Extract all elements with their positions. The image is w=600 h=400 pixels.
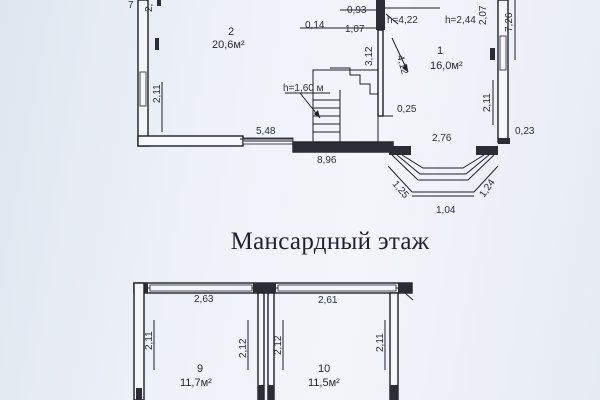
attic-dim-212-a: 2,12 <box>238 338 249 358</box>
attic-wall-right <box>389 292 399 400</box>
window-right <box>499 35 507 71</box>
dim-125: 1,25 <box>390 179 411 201</box>
attic-dim-261: 2,61 <box>318 295 338 306</box>
attic-dim-212-b: 2,12 <box>273 335 284 355</box>
dim-211-right: 2,11 <box>482 93 493 112</box>
room-9-area: 11,7м² <box>180 377 212 389</box>
dim-207: 2,07 <box>478 5 489 25</box>
room-2-number: 2 <box>228 26 234 38</box>
room-9-number: 9 <box>197 363 203 375</box>
room-1-number: 1 <box>437 45 443 57</box>
dim-top-left: 7 <box>128 0 134 11</box>
dim-548: 5,48 <box>256 126 276 137</box>
interior-wall <box>376 0 385 30</box>
ground-floor-plan: 7 2, 2 20,6м² 0,93 0,14 1,07 h=4,22 h=2,… <box>128 0 535 216</box>
window-left <box>139 71 147 107</box>
bay-outline-3 <box>401 154 485 169</box>
dim-023: 0,23 <box>515 126 535 137</box>
room-2-area: 20,6м² <box>212 39 245 51</box>
bay-outline-2 <box>396 154 490 175</box>
attic-column <box>253 283 276 293</box>
attic-dim-263: 2,63 <box>194 294 214 305</box>
dim-093: 0,93 <box>347 5 367 16</box>
dim-896: 8,96 <box>317 155 337 166</box>
dim-726: 7,26 <box>504 12 515 32</box>
height-right: h=2,44 <box>445 15 476 26</box>
height-stair: h=1,60 м <box>283 83 324 94</box>
dim-104: 1,04 <box>436 205 456 216</box>
dim-124: 1,24 <box>477 177 497 200</box>
dim-top-left-2: 2, <box>144 4 155 12</box>
dim-107: 1,07 <box>345 24 365 35</box>
attic-floor-plan: 2,63 2,61 2,11 2,12 2,12 2,11 9 11,7м² 1… <box>133 282 414 400</box>
wall-mark <box>155 38 159 50</box>
attic-floor-title: Мансардный этаж <box>230 228 430 255</box>
staircase <box>285 67 379 143</box>
room-1-area: 16,0м² <box>430 60 463 72</box>
wall-bottom-left <box>137 135 244 147</box>
room-10-number: 10 <box>318 363 330 375</box>
bay-outline-1 <box>391 154 495 181</box>
attic-dim-211-a: 2,11 <box>144 331 155 350</box>
bay-pillar-right <box>476 146 498 155</box>
attic-wall-mid-right <box>267 292 275 400</box>
dim-025: 0,25 <box>397 104 417 115</box>
dim-211-left: 2,11 <box>152 84 163 103</box>
attic-wall-left <box>133 282 145 400</box>
dim-412: 4,12 <box>394 54 410 76</box>
dim-312: 3,12 <box>364 46 375 66</box>
attic-wall-mid-left <box>257 292 265 400</box>
interior-wall-lower <box>377 29 384 117</box>
wall-mark <box>157 0 161 6</box>
attic-dim-211-b: 2,11 <box>375 333 386 352</box>
bay-pillar-left <box>389 146 411 155</box>
room-10-area: 11,5м² <box>308 377 340 389</box>
height-left: h=4,22 <box>387 15 418 26</box>
dim-014: 0,14 <box>305 20 325 31</box>
dim-276: 2,76 <box>432 133 452 144</box>
